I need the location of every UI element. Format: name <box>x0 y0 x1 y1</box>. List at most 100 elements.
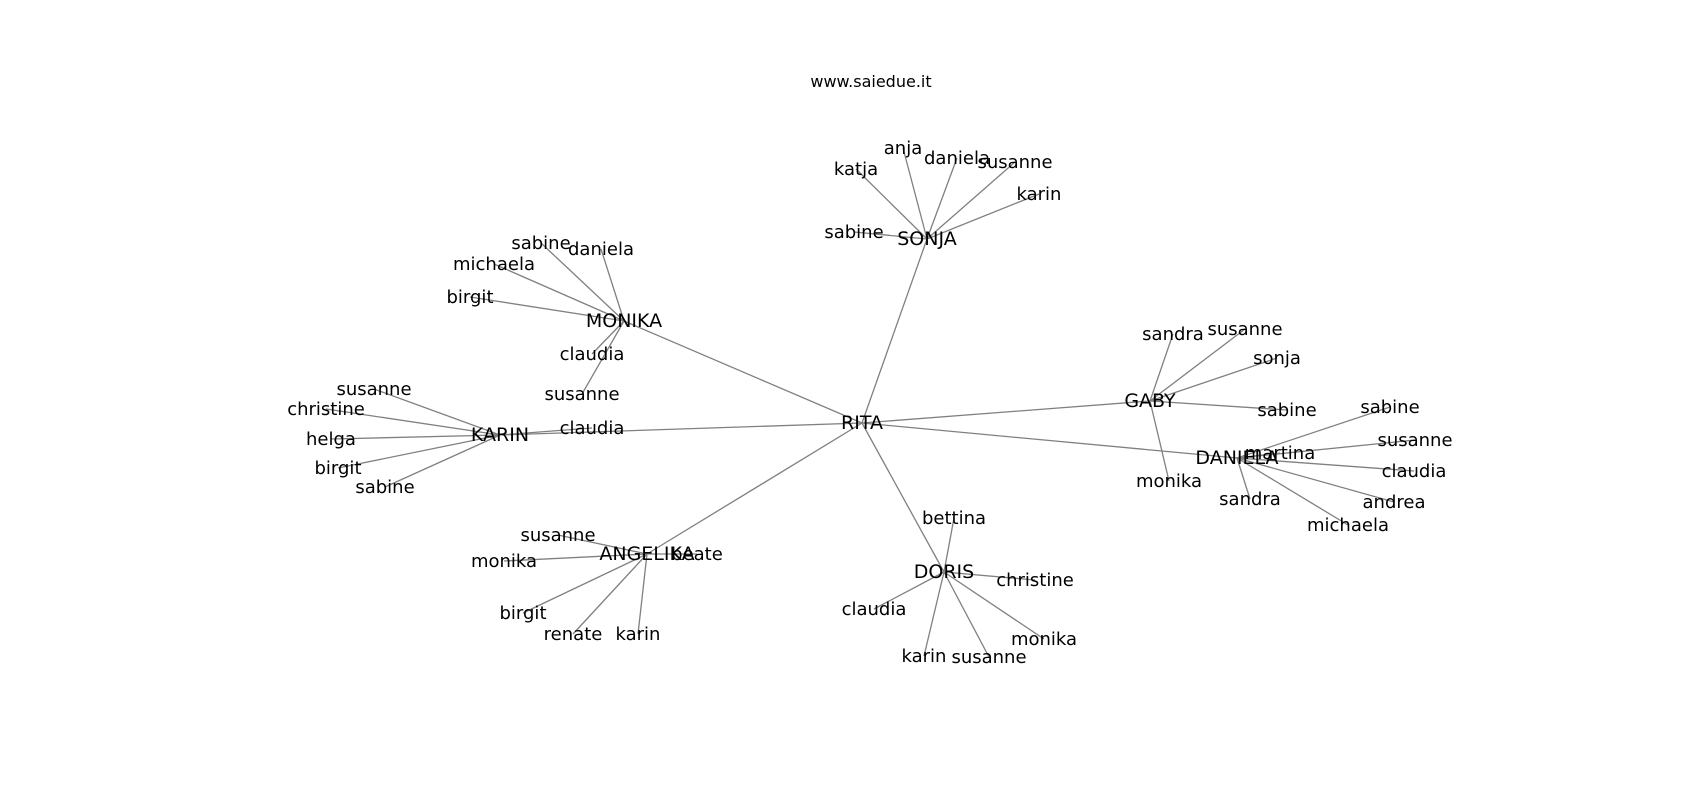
edge-sonja-sabine <box>853 231 928 240</box>
leaf-node-label: monika <box>1011 629 1077 650</box>
edge-angelika-birgit <box>522 553 648 614</box>
leaf-node-label: karin <box>616 624 661 645</box>
leaf-node-label: katja <box>834 159 878 180</box>
edge-gaby-sabine <box>1149 400 1288 411</box>
edge-daniela-claudia <box>1236 457 1415 472</box>
hub-node-label: DANIELA <box>1195 447 1278 469</box>
hub-node-label: MONIKA <box>586 310 662 332</box>
leaf-node-label: claudia <box>560 344 625 365</box>
leaf-node-label: birgit <box>315 458 362 479</box>
leaf-node-label: michaela <box>453 254 535 275</box>
edge-karin-helga <box>330 434 501 440</box>
edge-angelika-susanne <box>557 534 648 555</box>
edge-monika-daniela <box>600 248 625 322</box>
edge-monika-sabine <box>540 242 625 322</box>
edge-gaby-monika <box>1149 400 1170 482</box>
leaf-node-label: sandra <box>1219 489 1281 510</box>
leaf-node-label: helga <box>306 429 356 450</box>
edge-root-daniela <box>861 422 1238 459</box>
edges <box>325 147 1416 658</box>
edge-doris-monika <box>943 571 1045 640</box>
leaf-node-label: christine <box>287 399 365 420</box>
edge-angelika-monika <box>503 553 648 562</box>
leaf-node-label: bettina <box>922 508 986 529</box>
leaf-node-label: susanne <box>977 152 1052 173</box>
edge-monika-birgit <box>469 296 625 322</box>
edge-doris-susanne <box>943 571 990 658</box>
edge-gaby-susanne <box>1149 328 1246 402</box>
edge-sonja-karin <box>926 193 1040 240</box>
edge-angelika-karin <box>637 553 648 635</box>
leaf-node-label: monika <box>471 551 537 572</box>
edge-root-karin <box>499 422 863 436</box>
leaf-node-label: anja <box>884 138 922 159</box>
leaf-node-label: christine <box>996 570 1074 591</box>
edge-daniela-sabine <box>1236 406 1391 459</box>
edge-root-doris <box>861 422 945 573</box>
hub-node-label: DORIS <box>914 561 974 583</box>
leaf-node-label: claudia <box>560 418 625 439</box>
leaf-node-label: daniela <box>924 148 990 169</box>
edge-angelika-renate <box>572 553 648 635</box>
edge-gaby-sandra <box>1149 333 1174 402</box>
edge-karin-sabine <box>384 434 501 488</box>
edge-sonja-anja <box>902 147 928 240</box>
edge-root-angelika <box>646 422 863 555</box>
edge-daniela-martina <box>1236 452 1281 459</box>
edge-monika-michaela <box>493 263 625 322</box>
leaf-node-label: susanne <box>520 525 595 546</box>
hub-node-label: ANGELIKA <box>599 543 694 565</box>
leaf-node-label: karin <box>1017 184 1062 205</box>
edge-monika-claudia <box>591 320 625 355</box>
leaf-node-label: claudia <box>842 599 907 620</box>
edge-sonja-daniela <box>926 157 958 240</box>
edge-doris-christine <box>943 571 1036 581</box>
edge-karin-christine <box>325 408 501 436</box>
edge-doris-bettina <box>943 517 955 573</box>
edge-daniela-michaela <box>1236 457 1349 526</box>
root-node-label: RITA <box>841 412 883 434</box>
edge-sonja-katja <box>855 168 928 240</box>
edge-sonja-susanne <box>926 161 1016 240</box>
leaf-node-label: daniela <box>568 239 634 260</box>
leaf-node-label: susanne <box>1377 430 1452 451</box>
leaf-node-label: martina <box>1245 443 1315 464</box>
edge-root-monika <box>623 320 863 424</box>
edge-doris-claudia <box>873 571 945 610</box>
edge-daniela-sandra <box>1236 457 1251 500</box>
hub-node-label: GABY <box>1124 390 1176 412</box>
leaf-node-label: sabine <box>1257 400 1316 421</box>
leaf-node-label: michaela <box>1307 515 1389 536</box>
leaf-node-label: susanne <box>1207 319 1282 340</box>
leaf-node-label: sabine <box>1360 397 1419 418</box>
edge-gaby-sonja <box>1149 357 1278 402</box>
edge-root-sonja <box>861 238 928 424</box>
leaf-node-label: birgit <box>500 603 547 624</box>
leaf-node-label: susanne <box>951 647 1026 668</box>
edge-karin-birgit <box>337 434 501 469</box>
edge-root-gaby <box>861 400 1151 424</box>
leaf-node-label: andrea <box>1363 492 1426 513</box>
website-label: www.saiedue.it <box>810 72 931 91</box>
leaf-node-label: sandra <box>1142 324 1204 345</box>
edge-doris-karin <box>923 571 945 657</box>
leaf-node-label: sabine <box>824 222 883 243</box>
leaf-node-label: beate <box>671 544 723 565</box>
leaf-node-label: sabine <box>355 477 414 498</box>
edge-monika-susanne <box>581 320 625 395</box>
leaf-node-label: sonja <box>1253 348 1301 369</box>
leaf-node-label: susanne <box>336 379 411 400</box>
edge-karin-claudia <box>499 427 593 436</box>
leaf-node-label: renate <box>544 624 603 645</box>
leaf-node-label: karin <box>902 646 947 667</box>
leaf-node-label: claudia <box>1382 461 1447 482</box>
leaf-node-label: birgit <box>447 287 494 308</box>
hub-node-label: SONJA <box>897 228 957 250</box>
leaf-node-label: sabine <box>511 233 570 254</box>
leaf-node-label: monika <box>1136 471 1202 492</box>
edge-daniela-andrea <box>1236 457 1395 503</box>
leaf-node-label: susanne <box>544 384 619 405</box>
edge-karin-susanne <box>373 388 501 436</box>
